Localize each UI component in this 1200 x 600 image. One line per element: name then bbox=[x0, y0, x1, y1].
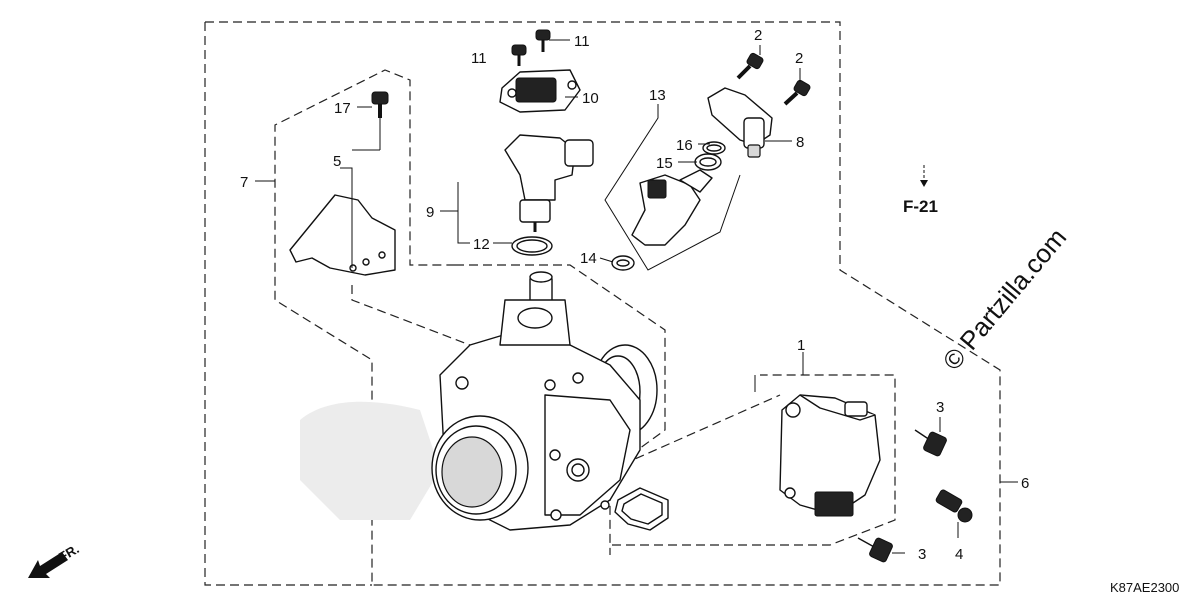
callout-1: 1 bbox=[797, 337, 805, 354]
screws-11 bbox=[511, 29, 551, 66]
fuel-injector bbox=[631, 169, 713, 246]
o-ring-14 bbox=[611, 255, 635, 271]
section-reference: F-21 bbox=[903, 165, 938, 216]
sensor-cover-plate bbox=[499, 69, 581, 113]
callout-2a: 2 bbox=[754, 27, 762, 44]
section-ref-label: F-21 bbox=[903, 197, 938, 216]
callout-4: 4 bbox=[955, 546, 963, 563]
callout-14: 14 bbox=[580, 250, 597, 267]
callout-12: 12 bbox=[473, 236, 490, 253]
callout-2b: 2 bbox=[795, 50, 803, 67]
callout-17: 17 bbox=[334, 100, 351, 117]
o-rings-15-16 bbox=[694, 141, 726, 171]
callout-3b: 3 bbox=[918, 546, 926, 563]
bolt-17 bbox=[371, 91, 389, 118]
callout-8: 8 bbox=[796, 134, 804, 151]
callout-5: 5 bbox=[333, 153, 341, 170]
callout-10: 10 bbox=[582, 90, 599, 107]
leader-lines bbox=[255, 39, 1018, 554]
throttle-body bbox=[300, 271, 658, 531]
front-arrow-icon bbox=[28, 552, 68, 578]
throttle-sensor bbox=[779, 394, 881, 517]
callout-6: 6 bbox=[1021, 475, 1029, 492]
watermark: © Partzilla.com bbox=[937, 222, 1073, 375]
callout-7: 7 bbox=[240, 174, 248, 191]
o-ring-12 bbox=[511, 236, 553, 256]
callout-3a: 3 bbox=[936, 399, 944, 416]
sensor-gasket bbox=[614, 487, 669, 531]
callout-11b: 11 bbox=[471, 50, 487, 67]
screw-middle bbox=[935, 489, 973, 523]
bracket bbox=[289, 194, 396, 276]
callout-13: 13 bbox=[649, 87, 666, 104]
callout-16: 16 bbox=[676, 137, 693, 154]
callout-9: 9 bbox=[426, 204, 434, 221]
callout-labels: 1 2 2 3 3 4 5 6 7 8 9 10 11 11 12 13 14 … bbox=[240, 27, 1029, 563]
direction-indicator: FR. bbox=[28, 541, 82, 578]
screw-lower bbox=[857, 537, 893, 563]
callout-11a: 11 bbox=[574, 33, 590, 50]
drawing-code: K87AE2300 bbox=[1110, 580, 1179, 595]
idle-control-valve bbox=[504, 134, 594, 232]
bolts-2 bbox=[736, 52, 811, 106]
screw-upper bbox=[914, 429, 947, 457]
injector-joint bbox=[707, 87, 773, 158]
callout-15: 15 bbox=[656, 155, 673, 172]
